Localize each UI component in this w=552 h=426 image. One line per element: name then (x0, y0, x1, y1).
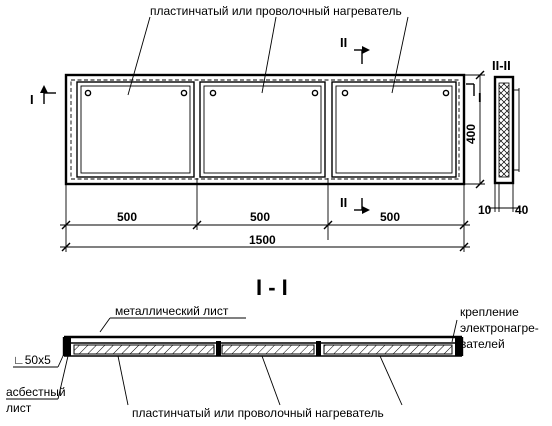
cut-mark-i-left: I (30, 85, 56, 107)
side-section-ii-ii: II-II 10 40 (478, 58, 529, 217)
heater-label-top: пластинчатый или проволочный нагреватель (150, 4, 402, 18)
top-view: пластинчатый или проволочный нагреватель (30, 4, 485, 252)
svg-text:II: II (340, 195, 347, 210)
side-dim-a: 10 (478, 203, 492, 217)
metal-sheet-label: металлический лист (115, 304, 229, 318)
svg-text:400: 400 (464, 124, 478, 144)
fastening-hole-icon (442, 89, 450, 97)
cut-mark-i-right: I (466, 83, 482, 105)
svg-text:I: I (30, 92, 34, 107)
svg-text:500: 500 (250, 210, 270, 224)
side-section-title: II-II (492, 58, 511, 73)
dimension-panels: 500 500 500 (60, 178, 470, 252)
fastening-hole-icon (311, 89, 319, 97)
svg-text:1500: 1500 (249, 233, 276, 247)
heater-plate-section-1 (73, 344, 215, 355)
svg-text:500: 500 (380, 210, 400, 224)
fastening-hole-icon (84, 89, 92, 97)
svg-text:500: 500 (117, 210, 137, 224)
angle-profile-left (64, 337, 71, 356)
panel-outer-frame (64, 73, 466, 186)
section-title: I - I (256, 275, 288, 300)
fastening-hole-icon (341, 89, 349, 97)
heater-panel-3 (331, 81, 457, 178)
panel-inner-dashed-frame (70, 79, 460, 180)
dimension-height: 400 (464, 70, 485, 189)
section-mark-ii-top: II (340, 35, 370, 64)
section-view-i-i: I - I металлический лист ∟50x5 крепление… (6, 275, 539, 420)
heater-panel-1 (76, 81, 195, 178)
fastening-hole-icon (180, 89, 188, 97)
dimension-total: 1500 (60, 233, 470, 252)
asbestos-label-1: асбестный (6, 385, 66, 399)
section-mark-ii-bottom: II (340, 195, 370, 214)
angle-profile-right (455, 337, 462, 356)
fastening-label-3: вателей (460, 337, 505, 351)
heater-label-top-leaders (127, 16, 409, 96)
svg-text:II: II (340, 35, 347, 50)
heater-panel-2 (199, 81, 326, 178)
heater-label-bottom: пластинчатый или проволочный нагреватель (132, 406, 384, 420)
fastening-label-1: крепление (460, 305, 519, 319)
angle-profile-label: ∟50x5 (13, 353, 51, 367)
heater-plate-section-2 (221, 344, 315, 355)
heater-plate-section-3 (323, 344, 453, 355)
fastening-hole-icon (209, 89, 217, 97)
side-dim-b: 40 (515, 203, 529, 217)
asbestos-label-2: лист (6, 401, 32, 415)
fastening-label-2: электронагре- (460, 321, 539, 335)
